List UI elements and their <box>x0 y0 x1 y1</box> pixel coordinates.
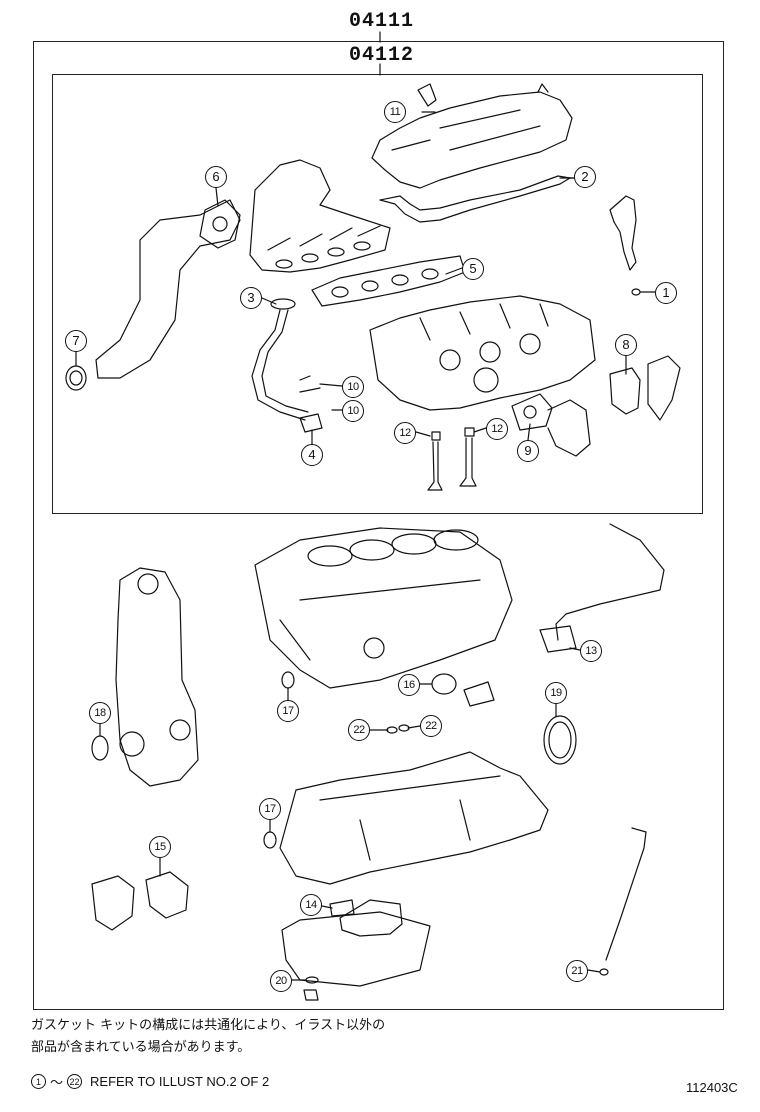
callout-17b: 17 <box>259 798 281 820</box>
refer-tilde: 〜 <box>50 1075 64 1090</box>
rear-oil-seal-drawing <box>543 715 577 765</box>
callout-6: 6 <box>205 166 227 188</box>
outer-kit-frame <box>33 41 724 1010</box>
callout-1: 1 <box>655 282 677 304</box>
callout-13: 13 <box>580 640 602 662</box>
pipe-seal-drawing <box>65 365 87 391</box>
timing-cover-drawing <box>115 567 199 787</box>
outer-kit-code: 04111 <box>349 10 415 33</box>
head-cover-gasket-drawing <box>379 175 571 223</box>
cylinder-head-drawing <box>369 295 596 411</box>
water-pump-drawing <box>91 875 135 931</box>
kit-note-line1: ガスケット キットの構成には共通化により、イラスト以外の <box>31 1018 386 1033</box>
callout-3: 3 <box>240 287 262 309</box>
callout-11: 11 <box>384 101 406 123</box>
exhaust-pipe-drawing <box>95 199 241 379</box>
kit-note-line2: 部品が含まれている場合があります。 <box>31 1040 251 1055</box>
callout-20: 20 <box>270 970 292 992</box>
refer-to-number: 22 <box>67 1074 83 1089</box>
front-seal-drawing <box>91 735 109 761</box>
valve-drawing <box>427 427 477 491</box>
injector-drawing <box>609 195 641 296</box>
callout-22b: 22 <box>420 715 442 737</box>
oil-pipe-drawing <box>251 298 323 433</box>
callout-9: 9 <box>517 440 539 462</box>
callout-7: 7 <box>65 330 87 352</box>
callout-19: 19 <box>545 682 567 704</box>
callout-5: 5 <box>462 258 484 280</box>
leader-lines <box>75 111 656 981</box>
callout-2: 2 <box>574 166 596 188</box>
dipstick-drawing <box>605 827 647 961</box>
cylinder-block-drawing <box>254 527 513 689</box>
callout-4: 4 <box>301 444 323 466</box>
refer-from-number: 1 <box>31 1074 46 1089</box>
plug-drawing <box>463 681 495 707</box>
callout-17a: 17 <box>277 700 299 722</box>
oil-pan-lower-drawing <box>281 911 431 987</box>
thermostat-drawing <box>609 355 681 421</box>
head-cover-drawing <box>371 83 573 189</box>
oil-pan-upper-drawing <box>279 751 549 885</box>
inner-kit-frame <box>52 74 703 514</box>
callout-8: 8 <box>615 334 637 356</box>
water-outlet-drawing <box>511 393 591 457</box>
callout-14: 14 <box>300 894 322 916</box>
exhaust-gasket-drawing <box>199 199 241 249</box>
illustration-code: 112403C <box>686 1080 738 1095</box>
guide-tube-drawing <box>555 523 665 641</box>
callout-15: 15 <box>149 836 171 858</box>
callout-21: 21 <box>566 960 588 982</box>
callout-22a: 22 <box>348 719 370 741</box>
callout-10a: 10 <box>342 376 364 398</box>
exhaust-manifold-drawing <box>249 159 391 273</box>
callout-12b: 12 <box>486 418 508 440</box>
callout-10b: 10 <box>342 400 364 422</box>
callout-16: 16 <box>398 674 420 696</box>
oil-seal-drawing <box>431 673 457 695</box>
inner-kit-code: 04112 <box>349 44 415 67</box>
refer-text: REFER TO ILLUST NO.2 OF 2 <box>90 1074 270 1089</box>
callout-18: 18 <box>89 702 111 724</box>
callout-12a: 12 <box>394 422 416 444</box>
oil-strainer-drawing <box>339 899 403 937</box>
refer-line: 1 〜 22 REFER TO ILLUST NO.2 OF 2 <box>31 1072 269 1091</box>
